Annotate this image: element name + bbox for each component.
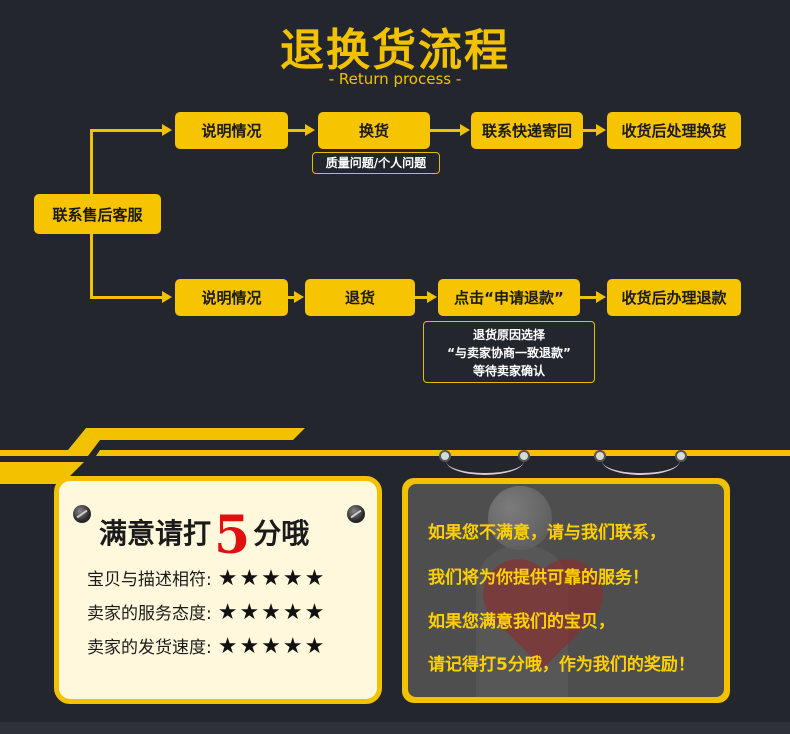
connector-line — [415, 296, 428, 299]
star-rating-icon: ★★★★★ — [217, 600, 327, 625]
connector-line — [288, 129, 306, 132]
refund-note-line: “与卖家协商一致退款” — [447, 346, 571, 360]
screw-icon — [73, 505, 91, 523]
arrow-icon — [162, 291, 172, 303]
arrow-icon — [294, 291, 304, 303]
arrow-icon — [596, 291, 606, 303]
screw-icon — [347, 505, 365, 523]
exchange-step-explain: 说明情况 — [175, 112, 288, 149]
refund-note-line: 等待卖家确认 — [472, 364, 545, 378]
title-suffix: 分哦 — [253, 517, 310, 550]
refund-note-line: 退货原因选择 — [472, 328, 545, 342]
message-line: 如果您满意我们的宝贝， — [428, 612, 615, 632]
refund-step-explain: 说明情况 — [175, 279, 288, 316]
message-line: 如果您不满意，请与我们联系， — [428, 523, 666, 543]
refund-note: 退货原因选择 “与卖家协商一致退款” 等待卖家确认 — [423, 321, 595, 383]
rating-label: 卖家的发货速度: — [87, 638, 212, 658]
rating-label: 卖家的服务态度: — [87, 604, 212, 624]
refund-step-apply: 点击“申请退款” — [438, 279, 580, 316]
message-line: 请记得打5分哦，作为我们的奖励！ — [428, 655, 695, 675]
hanging-rope — [446, 447, 524, 475]
arrow-icon — [305, 124, 315, 136]
message-card-panel: 如果您不满意，请与我们联系， 我们将为你提供可靠的服务！ 如果您满意我们的宝贝，… — [408, 484, 724, 697]
rating-row: 宝贝与描述相符:★★★★★ — [87, 565, 326, 591]
refund-step-return: 退货 — [305, 279, 415, 316]
exchange-step-exchange: 换货 — [318, 112, 430, 149]
exchange-note: 质量问题/个人问题 — [312, 152, 440, 174]
hanging-rope — [602, 447, 680, 475]
rating-label: 宝贝与描述相符: — [87, 570, 212, 590]
connector-line — [288, 296, 296, 299]
star-rating-icon: ★★★★★ — [217, 566, 327, 591]
flow-start-contact-service: 联系售后客服 — [34, 194, 161, 234]
flow-bottom-branch-line — [90, 296, 164, 299]
pin-icon — [675, 450, 687, 462]
connector-line — [580, 296, 596, 299]
bottom-bar — [0, 722, 790, 734]
pin-icon — [439, 450, 451, 462]
refund-step-process: 收货后办理退款 — [607, 279, 741, 316]
flow-top-branch-line — [90, 129, 164, 132]
exchange-step-ship-back: 联系快递寄回 — [471, 112, 583, 149]
page-subtitle: - Return process - — [328, 70, 462, 88]
arrow-icon — [596, 124, 606, 136]
arrow-icon — [427, 291, 437, 303]
rating-row: 卖家的发货速度:★★★★★ — [87, 633, 326, 659]
pin-icon — [518, 450, 530, 462]
page-title: 退换货流程 — [280, 25, 510, 76]
message-card: 如果您不满意，请与我们联系， 我们将为你提供可靠的服务！ 如果您满意我们的宝贝，… — [402, 478, 730, 703]
star-rating-icon: ★★★★★ — [217, 634, 327, 659]
pin-icon — [594, 450, 606, 462]
rating-row: 卖家的服务态度:★★★★★ — [87, 599, 326, 625]
connector-line — [583, 129, 596, 132]
arrow-icon — [460, 124, 470, 136]
figure-head-image — [488, 486, 552, 550]
exchange-step-process: 收货后处理换货 — [607, 112, 741, 149]
title-prefix: 满意请打 — [99, 517, 212, 550]
title-number: 5 — [214, 505, 251, 566]
message-line: 我们将为你提供可靠的服务！ — [428, 568, 649, 588]
connector-line — [430, 129, 460, 132]
arrow-icon — [162, 124, 172, 136]
